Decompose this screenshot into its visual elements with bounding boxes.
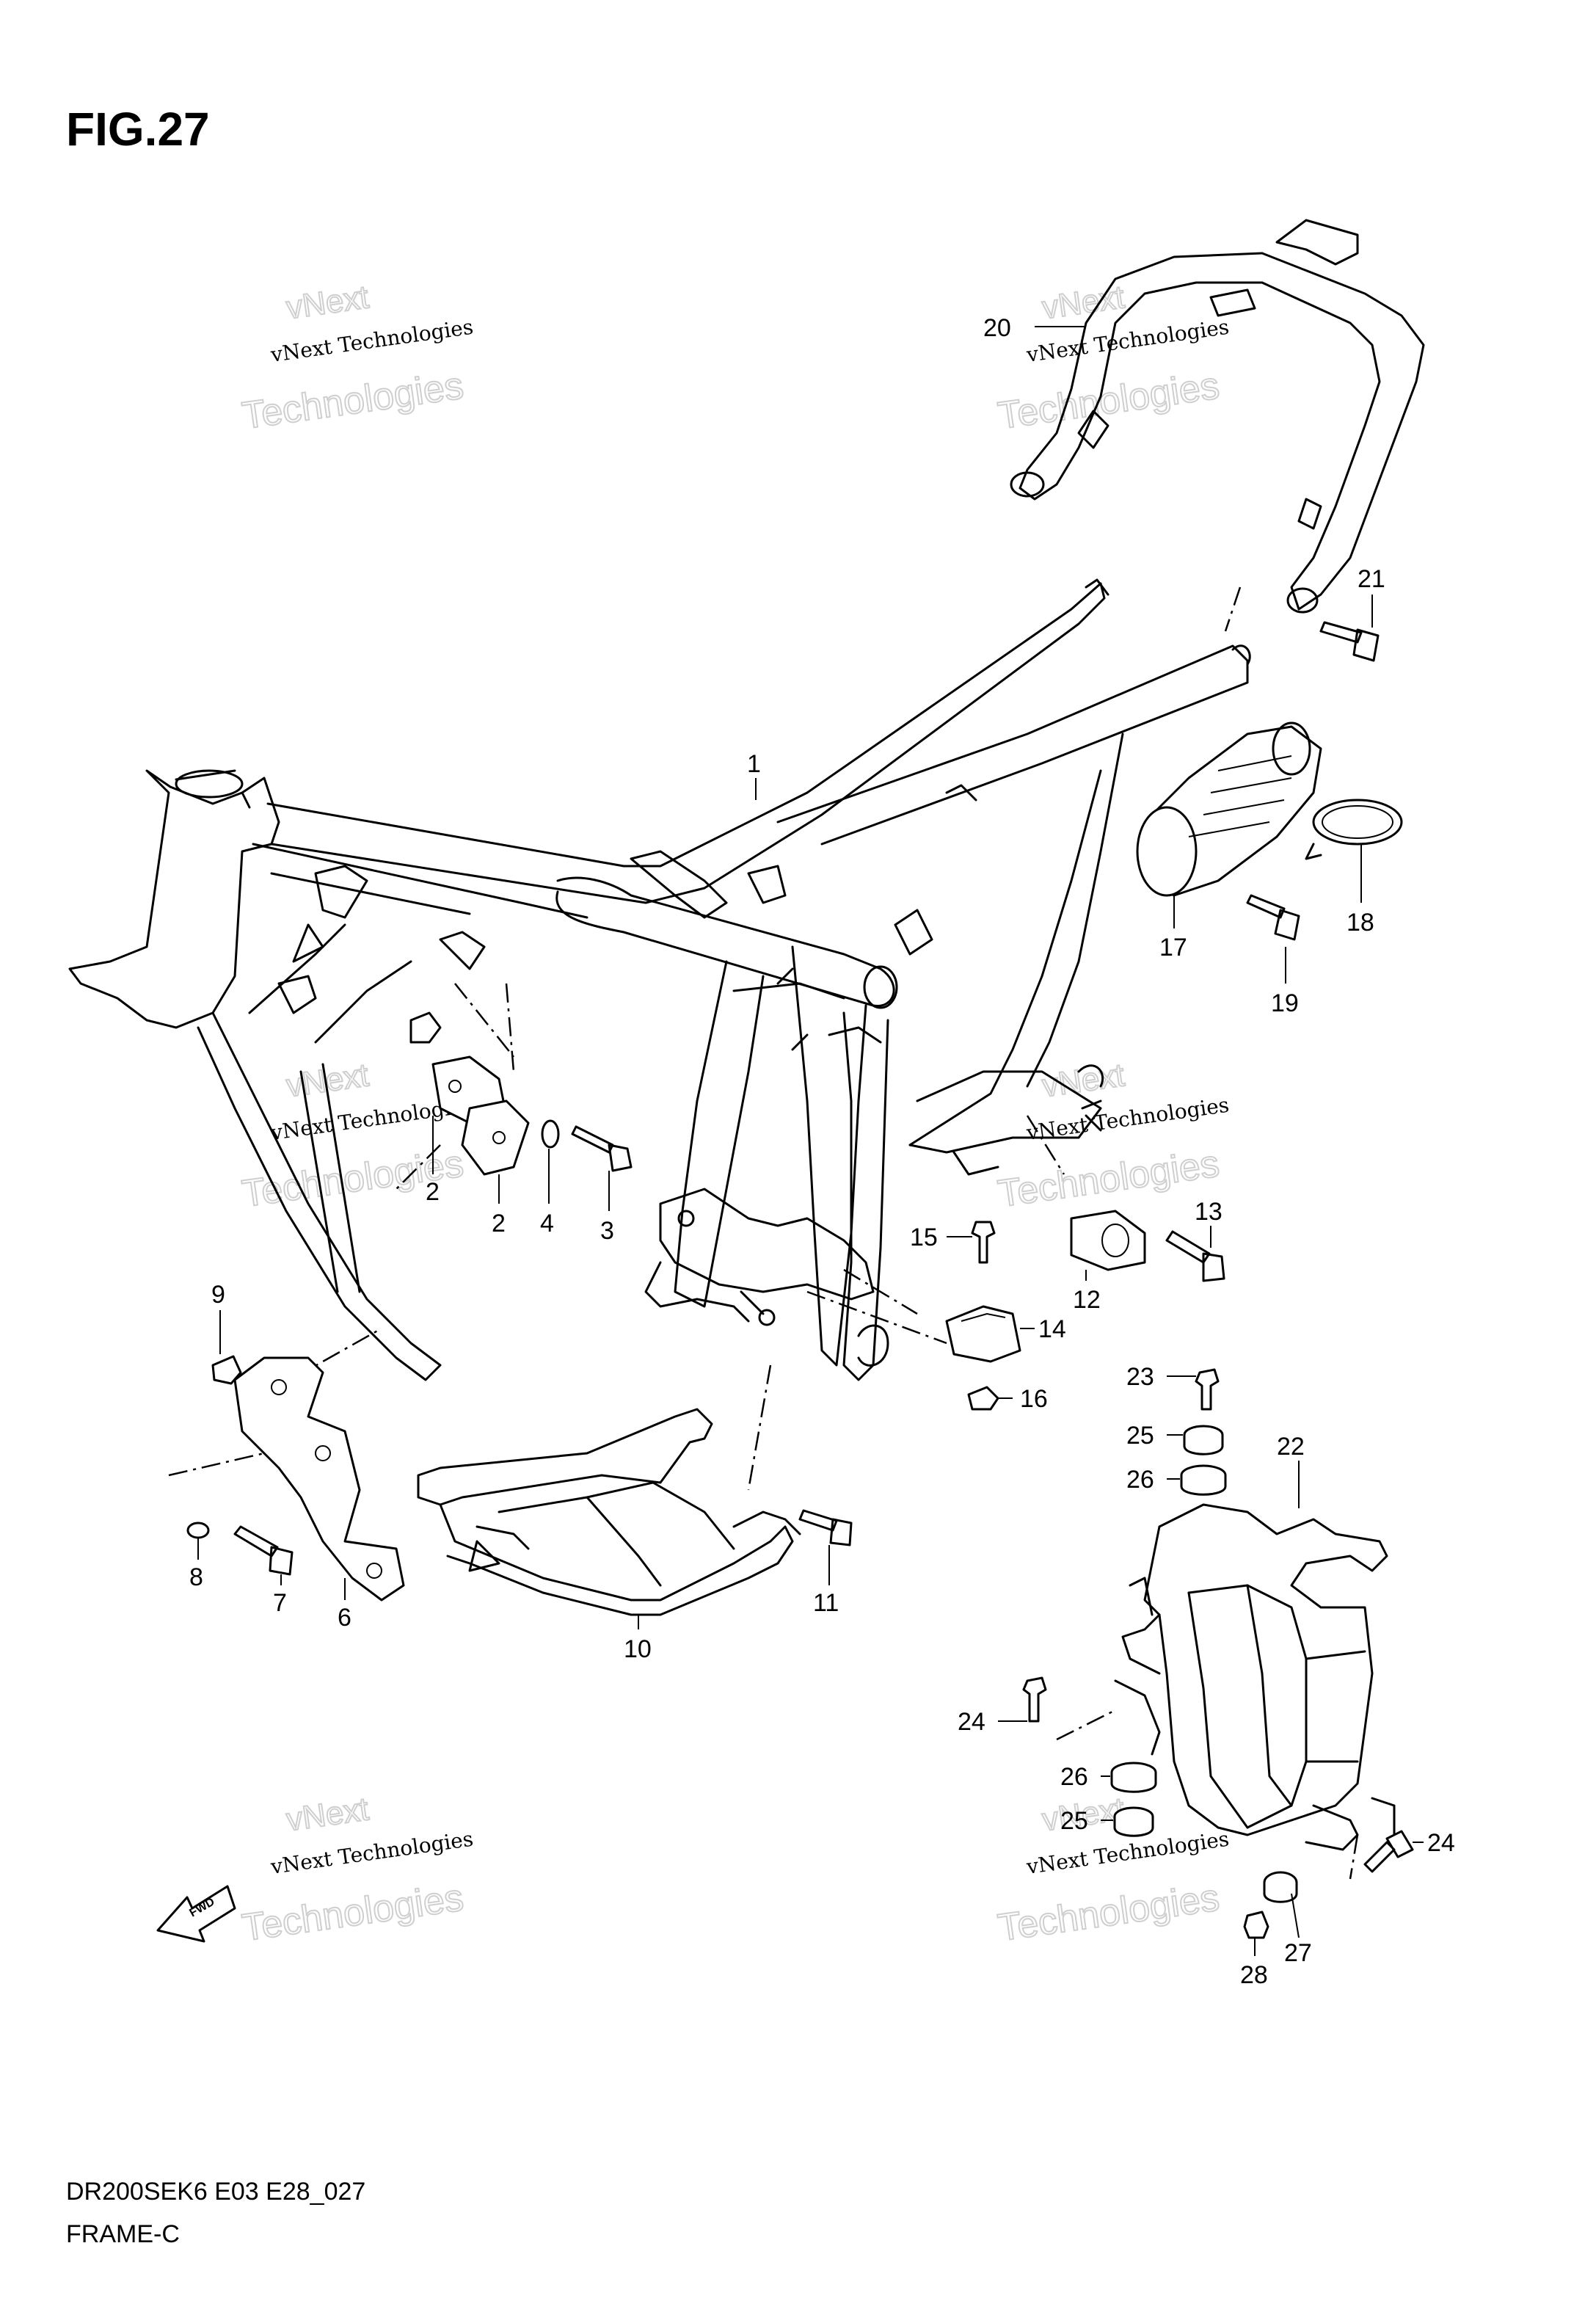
- label-25b: 25: [1060, 1807, 1088, 1835]
- bolt-part-24b: [1363, 1830, 1414, 1873]
- callout-labels: 1 2 2 3 4 6 7 8 9 10 11 12 13 14 15 16 1…: [189, 314, 1455, 1989]
- bolt-part-11: [798, 1509, 853, 1546]
- watermark-bottom-left: vNext Technologies vNext Technologies: [238, 1790, 474, 1950]
- bolt-part-15: [971, 1221, 996, 1264]
- nut-part-16: [967, 1386, 999, 1411]
- diagram-code: DR200SEK6 E03 E28_027: [66, 2178, 365, 2206]
- main-frame-part: [68, 578, 1251, 1381]
- label-23: 23: [1126, 1363, 1154, 1391]
- bolt-part-21: [1319, 621, 1380, 662]
- clamp-part-18: [1305, 799, 1403, 860]
- label-15: 15: [910, 1224, 938, 1251]
- label-24a: 24: [958, 1708, 985, 1736]
- label-3: 3: [600, 1217, 614, 1245]
- fwd-arrow-icon: FWD: [156, 1885, 236, 1943]
- watermark-top-left: vNext Technologies vNext Technologies: [238, 278, 474, 438]
- bolt-part-19: [1246, 894, 1300, 941]
- label-21: 21: [1358, 565, 1385, 593]
- label-26b: 26: [1060, 1763, 1088, 1791]
- cushion-part-27: [1263, 1871, 1298, 1903]
- bolt-part-23: [1195, 1368, 1220, 1411]
- label-26a: 26: [1126, 1466, 1154, 1494]
- rubber-part-12: [1070, 1210, 1146, 1271]
- washer-part-8: [186, 1522, 210, 1539]
- label-24b: 24: [1427, 1829, 1455, 1857]
- watermark-bottom-right: vNext Technologies vNext Technologies: [994, 1790, 1230, 1950]
- rear-carrier-part-20: [1010, 219, 1425, 632]
- svg-text:vNext: vNext: [284, 279, 371, 326]
- battery-holder-part-22: [1114, 1503, 1396, 1851]
- label-10: 10: [624, 1635, 652, 1663]
- label-7: 7: [273, 1589, 287, 1617]
- label-19: 19: [1271, 989, 1299, 1017]
- grommet-part-25b: [1113, 1806, 1154, 1837]
- grommet-part-25a: [1183, 1425, 1224, 1455]
- skid-plate-part-10: [417, 1408, 801, 1616]
- label-16: 16: [1020, 1385, 1048, 1413]
- label-1: 1: [747, 750, 761, 778]
- cushion-part-26a: [1180, 1464, 1227, 1496]
- label-20: 20: [983, 314, 1011, 342]
- label-6: 6: [338, 1604, 351, 1632]
- label-2b: 2: [492, 1210, 506, 1237]
- leader-lines: [197, 326, 1424, 1956]
- svg-text:Technologies: Technologies: [995, 1876, 1222, 1949]
- label-9: 9: [211, 1281, 225, 1309]
- label-25a: 25: [1126, 1422, 1154, 1450]
- label-13: 13: [1195, 1198, 1222, 1226]
- cushion-part-14: [945, 1305, 1021, 1363]
- label-22: 22: [1277, 1433, 1305, 1461]
- bracket-part-6: [233, 1356, 405, 1602]
- label-8: 8: [189, 1563, 203, 1591]
- label-28: 28: [1240, 1961, 1268, 1989]
- label-27: 27: [1284, 1939, 1312, 1967]
- bolt-part-24a: [1022, 1676, 1047, 1723]
- label-12: 12: [1073, 1286, 1101, 1314]
- grommet-part-26b: [1110, 1762, 1157, 1793]
- label-18: 18: [1347, 909, 1374, 937]
- bolt-part-13: [1165, 1230, 1225, 1282]
- label-2a: 2: [426, 1178, 440, 1206]
- watermark-middle-right: vNext Technologies vNext Technologies: [994, 1056, 1230, 1216]
- label-17: 17: [1159, 934, 1187, 961]
- svg-text:vNext: vNext: [284, 1791, 371, 1838]
- bolt-part-7: [233, 1525, 294, 1576]
- svg-text:Technologies: Technologies: [995, 1142, 1222, 1215]
- nut-part-2: [409, 1011, 442, 1044]
- label-4: 4: [540, 1210, 554, 1237]
- bracket-part-2b: [461, 1099, 530, 1176]
- label-14: 14: [1038, 1315, 1066, 1343]
- nut-part-28: [1243, 1911, 1269, 1939]
- label-11: 11: [813, 1589, 839, 1617]
- svg-text:Technologies: Technologies: [239, 364, 466, 437]
- washer-part-4: [541, 1119, 560, 1149]
- svg-text:vNext: vNext: [1040, 279, 1126, 326]
- air-box-part-17: [1136, 721, 1322, 897]
- svg-text:Technologies: Technologies: [239, 1876, 466, 1949]
- bolt-part-3: [571, 1125, 633, 1172]
- figure-title: FIG.27: [66, 103, 210, 156]
- section-name: FRAME-C: [66, 2220, 180, 2248]
